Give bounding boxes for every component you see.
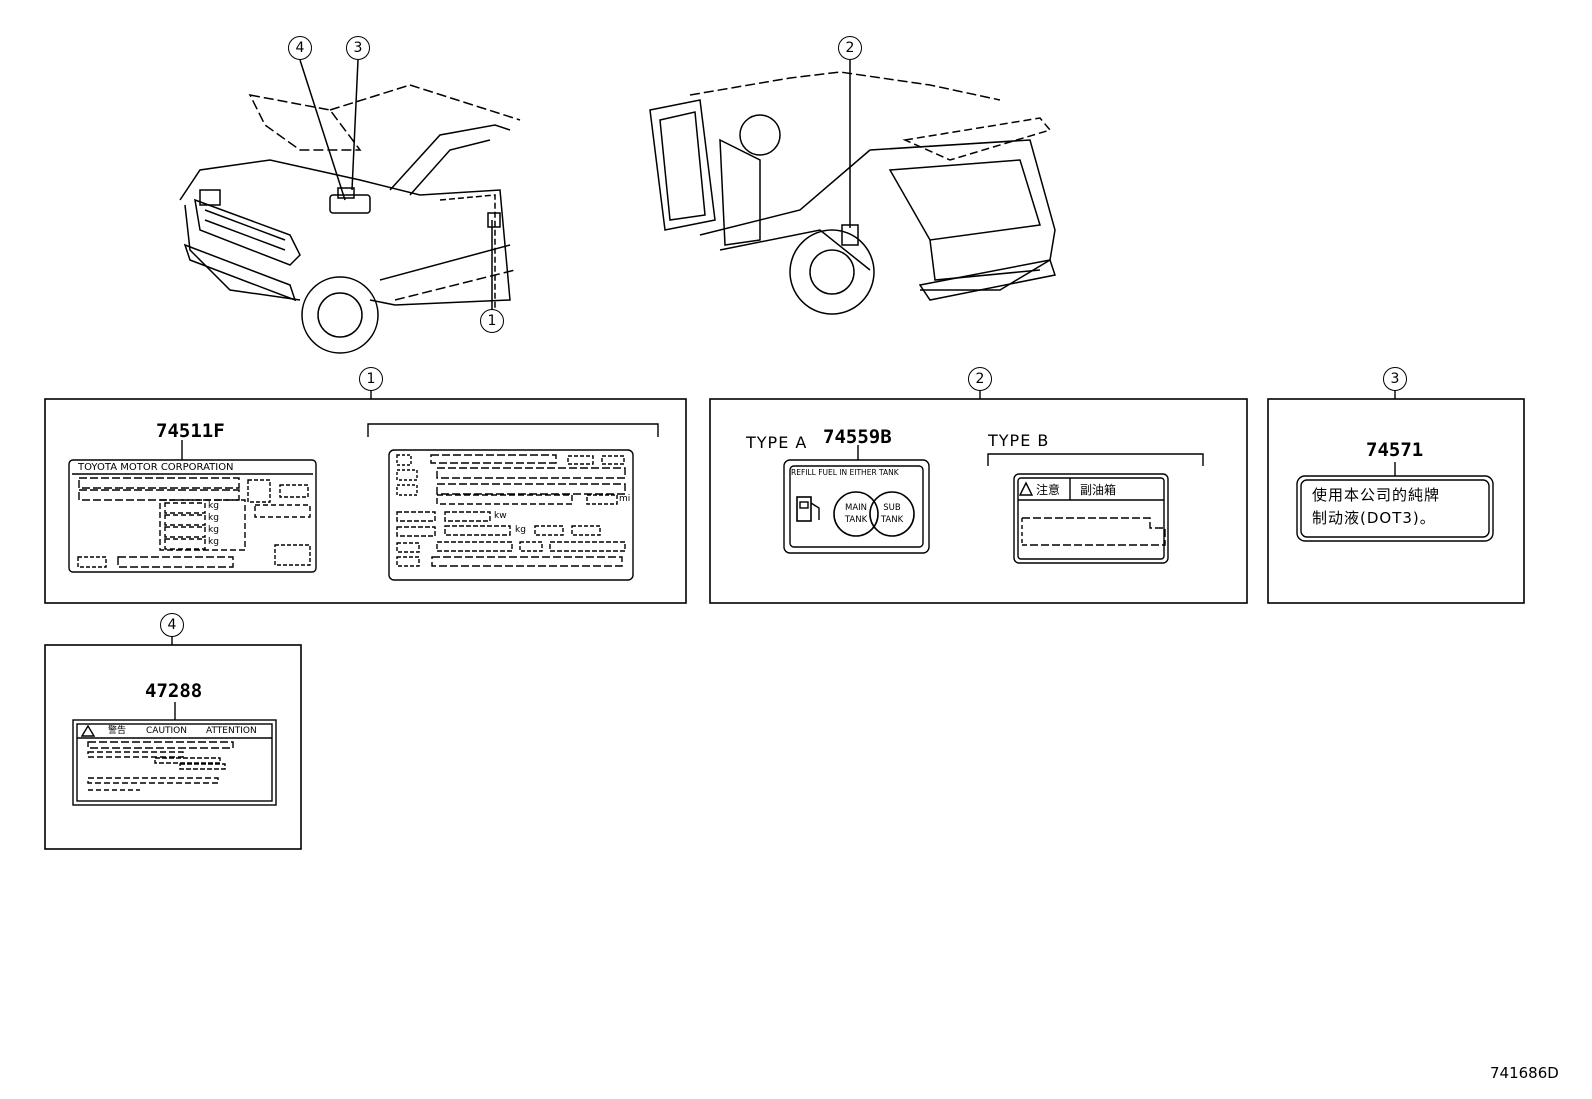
type-a-label: TYPE A — [746, 433, 808, 452]
callout-2-panel: 2 — [968, 367, 992, 391]
rear-vehicle-illustration — [649, 60, 1056, 315]
unit-kg-1: kg — [208, 501, 219, 511]
callout-1-panel: 1 — [359, 367, 383, 391]
main-tank-text: MAIN TANK — [844, 503, 868, 525]
label-title-toyota: TOYOTA MOTOR CORPORATION — [78, 462, 234, 473]
brake-fluid-line-2: 制动液(DOT3)。 — [1312, 509, 1436, 527]
refill-fuel-text: REFILL FUEL IN EITHER TANK — [791, 468, 899, 477]
label-74511F-right — [367, 423, 659, 581]
unit-mi: mi — [619, 494, 631, 504]
unit-kg-right: kg — [515, 525, 526, 535]
part-number-47288: 47288 — [145, 680, 203, 702]
unit-kg-3: kg — [208, 525, 219, 535]
panel-4-frame — [44, 644, 302, 850]
label-74571 — [1296, 462, 1494, 542]
callout-3-panel: 3 — [1383, 367, 1407, 391]
sub-tank-text: SUB TANK — [880, 503, 904, 525]
callout-3-vehicle: 3 — [346, 36, 370, 60]
label-type-b — [987, 453, 1204, 564]
unit-kw: kw — [494, 511, 507, 521]
warning-cn-text: 警告 — [108, 726, 127, 736]
callout-4-vehicle: 4 — [288, 36, 312, 60]
part-number-74559B: 74559B — [823, 426, 892, 448]
callout-1-vehicle: 1 — [480, 309, 504, 333]
sub-tank-cn-text: 副油箱 — [1080, 483, 1117, 497]
part-number-74571: 74571 — [1366, 439, 1424, 461]
panel-1-frame — [44, 398, 687, 604]
label-47288 — [72, 702, 277, 806]
part-number-74511F: 74511F — [156, 420, 225, 442]
caution-cn-text: 注意 — [1036, 483, 1061, 497]
label-74559B — [783, 445, 930, 554]
type-b-label: TYPE B — [988, 431, 1050, 450]
callout-2-vehicle: 2 — [838, 36, 862, 60]
panel-2-frame — [709, 398, 1248, 604]
brake-fluid-line-1: 使用本公司的純牌 — [1312, 486, 1441, 504]
attention-text: ATTENTION — [206, 726, 257, 736]
drawing-code: 741686D — [1490, 1064, 1559, 1082]
callout-4-panel: 4 — [160, 613, 184, 637]
unit-kg-2: kg — [208, 513, 219, 523]
panel-3-frame — [1267, 398, 1525, 604]
unit-kg-4: kg — [208, 537, 219, 547]
caution-text: CAUTION — [146, 726, 187, 736]
label-74511F-left — [68, 440, 317, 573]
front-vehicle-illustration — [179, 59, 521, 354]
